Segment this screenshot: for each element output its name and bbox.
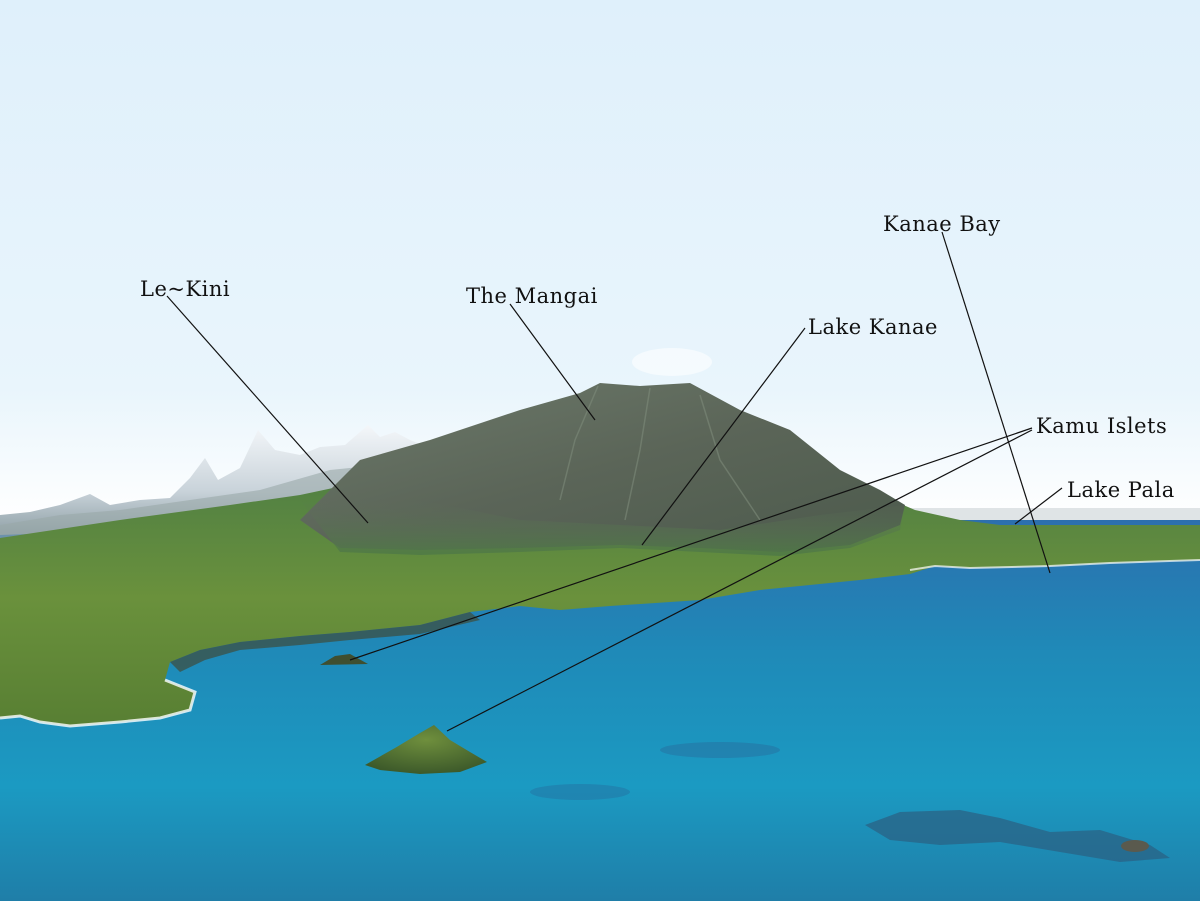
label-the-mangai: The Mangai	[466, 284, 598, 308]
leader-line-kamu-islets-1	[349, 427, 1033, 661]
label-lake-pala: Lake Pala	[1067, 478, 1175, 502]
surf-line-2	[909, 559, 1200, 571]
coastal-cliffs	[170, 612, 480, 672]
leader-line-lake-kanae	[641, 327, 806, 546]
leader-line-kanae-bay	[941, 231, 1051, 574]
small-rock	[1121, 840, 1149, 852]
leader-line-le-kini	[166, 295, 369, 524]
surf-line	[0, 678, 197, 728]
label-kanae-bay: Kanae Bay	[883, 212, 1001, 236]
leader-line-the-mangai	[509, 303, 596, 421]
islet-small	[320, 654, 368, 665]
land	[0, 470, 1200, 726]
leader-lines	[166, 231, 1063, 732]
volcano-steam	[632, 348, 712, 376]
shallow-water-2	[530, 784, 630, 800]
label-lake-kanae: Lake Kanae	[808, 315, 938, 339]
leader-line-kamu-islets-2	[446, 429, 1033, 732]
reef-shadow	[865, 810, 1170, 862]
shallow-water-1	[660, 742, 780, 758]
islet-large	[365, 725, 487, 774]
volcano-ridge	[559, 385, 761, 521]
volcano-base-forest	[300, 500, 905, 556]
label-kamu-islets: Kamu Islets	[1036, 414, 1168, 438]
leader-line-lake-pala	[1014, 487, 1063, 525]
label-le-kini: Le~Kini	[140, 277, 231, 301]
